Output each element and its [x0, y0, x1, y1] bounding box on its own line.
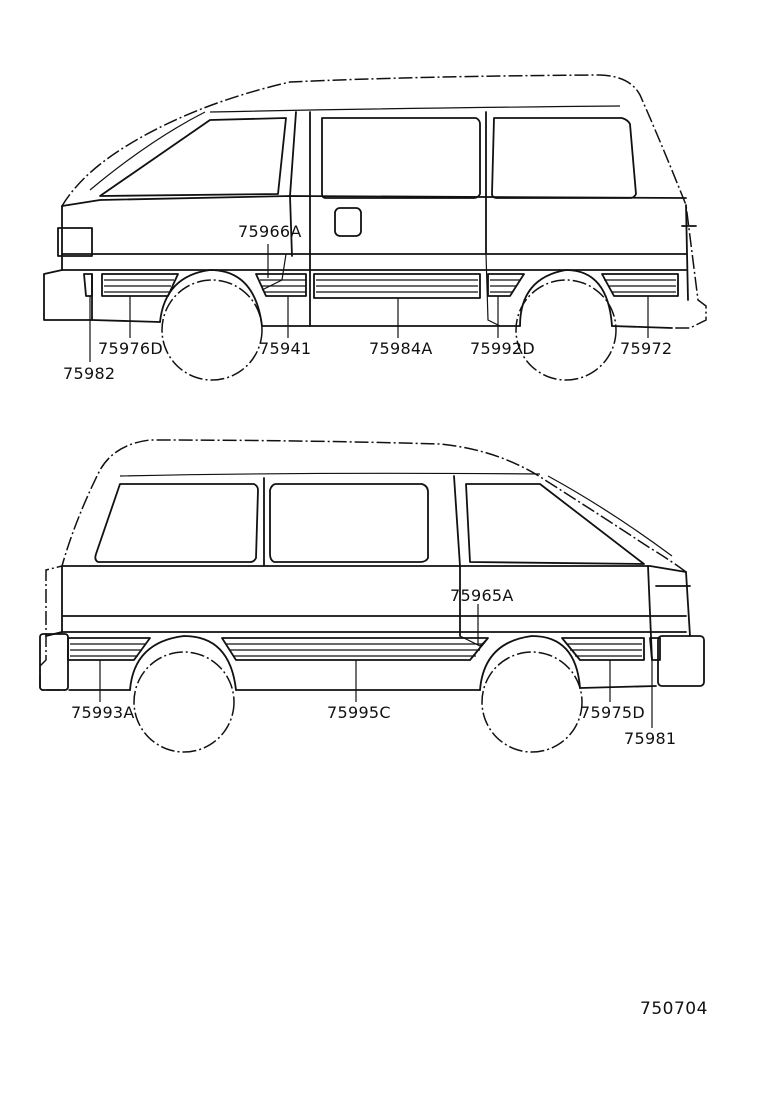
label-75965A: 75965A: [450, 586, 514, 605]
label-75976D: 75976D: [98, 339, 163, 358]
van-left-side-view: [43, 74, 707, 381]
van-right-side-view: [39, 439, 705, 753]
label-75975D: 75975D: [580, 703, 645, 722]
label-75982: 75982: [63, 364, 115, 383]
label-75984A: 75984A: [369, 339, 433, 358]
label-75941: 75941: [259, 339, 311, 358]
label-75966A: 75966A: [238, 222, 302, 241]
label-75992D: 75992D: [470, 339, 535, 358]
label-75993A: 75993A: [71, 703, 135, 722]
label-75981: 75981: [624, 729, 676, 748]
label-75972: 75972: [620, 339, 672, 358]
diagram-code: 750704: [640, 999, 708, 1019]
leader-lines-top: [89, 244, 649, 362]
leader-lines-bottom: [99, 604, 653, 728]
molding-strips-top: [83, 273, 679, 299]
molding-strips-bottom: [67, 637, 661, 661]
label-75995C: 75995C: [327, 703, 391, 722]
